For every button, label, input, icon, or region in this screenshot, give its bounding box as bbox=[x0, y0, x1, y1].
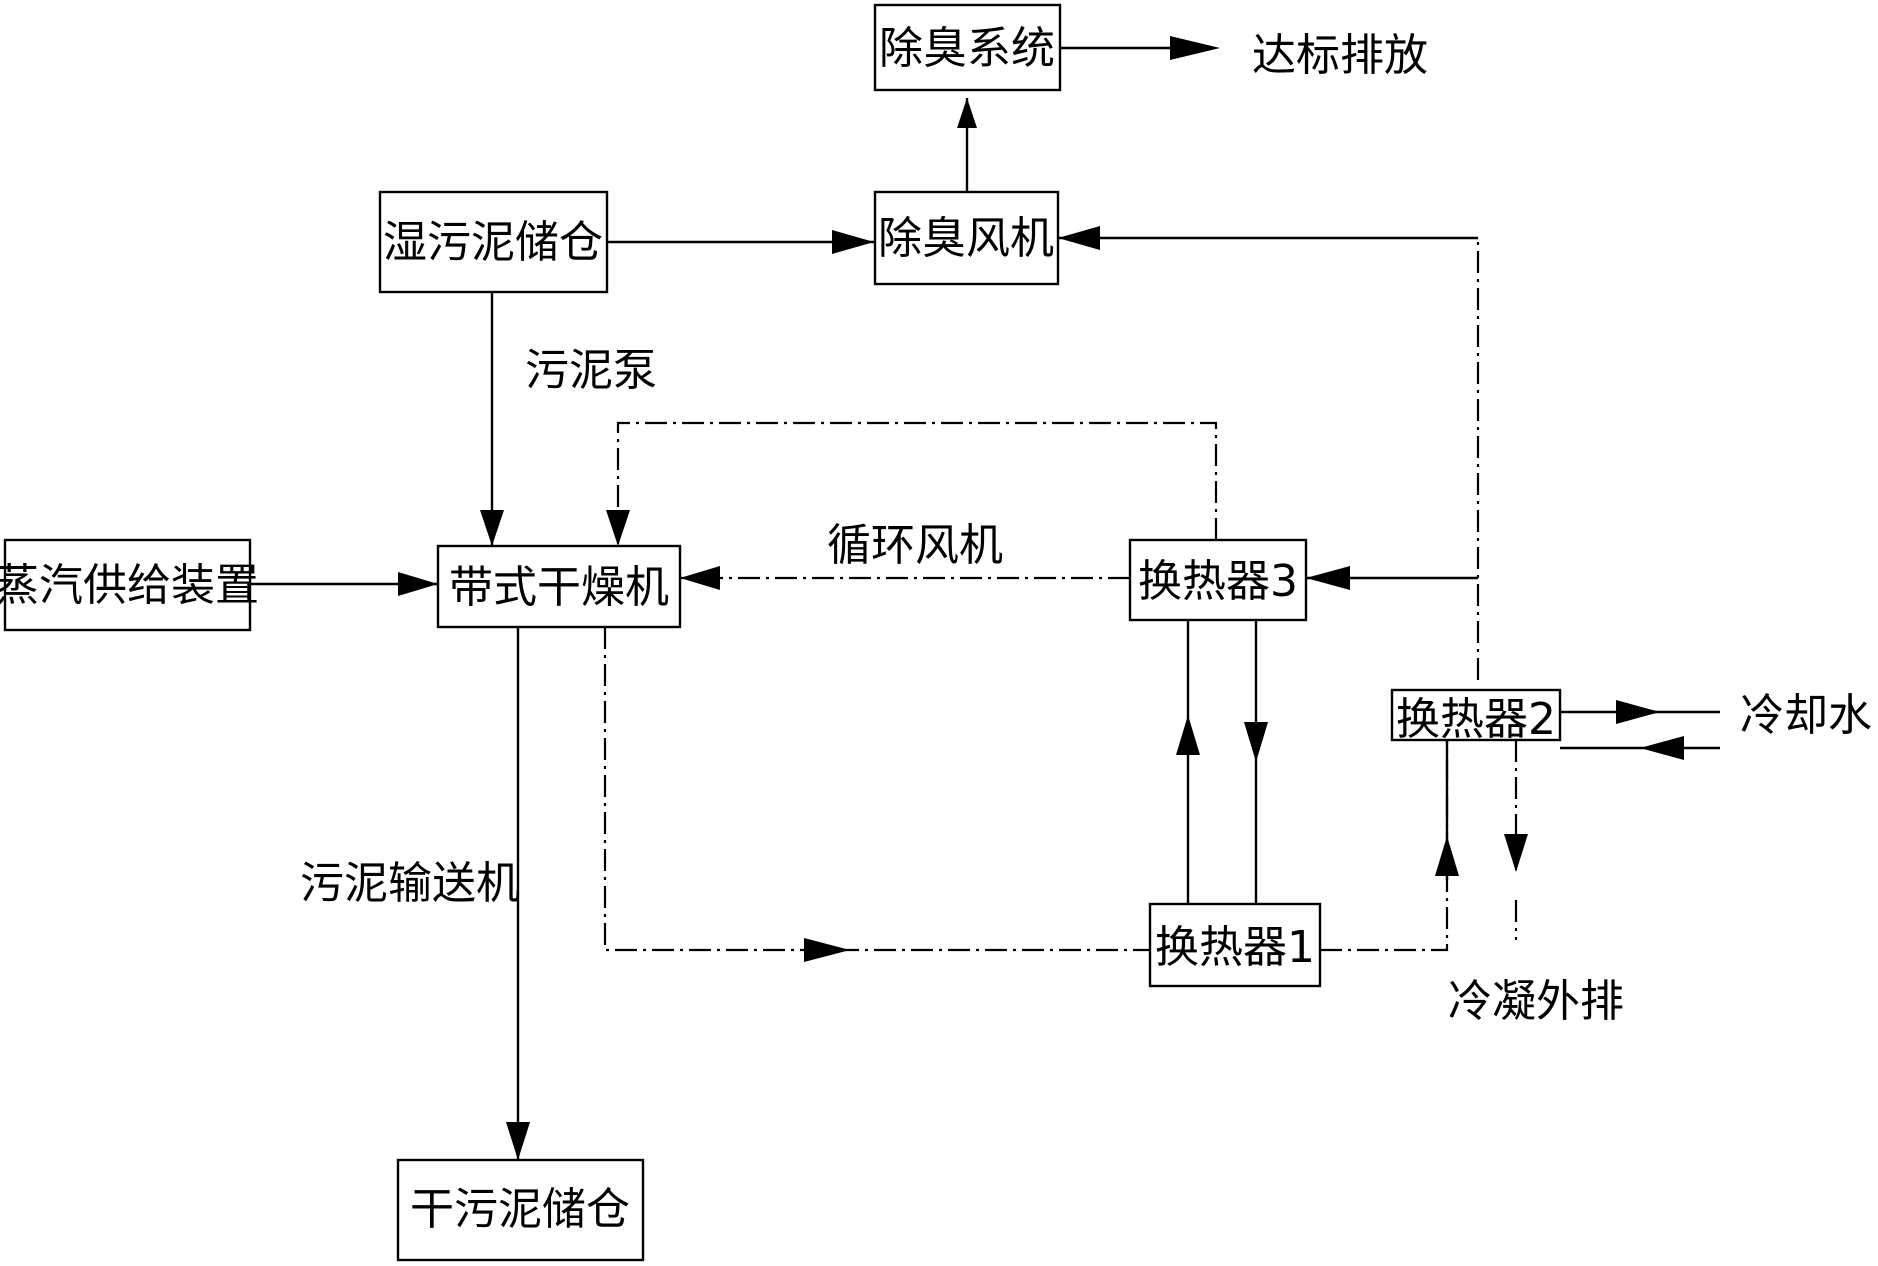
wet-sludge-bin-label: 湿污泥储仓 bbox=[383, 217, 603, 268]
arrow-to-discharge bbox=[1170, 36, 1220, 60]
arrow-cooling-in bbox=[1640, 736, 1684, 760]
deodor-system-label: 除臭系统 bbox=[879, 23, 1055, 74]
arrow-cooling-out bbox=[1616, 700, 1660, 724]
arrow-up-to-system bbox=[957, 98, 977, 128]
sludge-pump-label: 污泥泵 bbox=[525, 345, 657, 396]
line-hx1-to-hx2 bbox=[1320, 740, 1449, 952]
deodor-fan-label: 除臭风机 bbox=[878, 213, 1054, 264]
belt-dryer-box: 带式干燥机 bbox=[436, 544, 682, 629]
hx1-box: 换热器1 bbox=[1148, 902, 1322, 988]
dry-sludge-bin-label: 干污泥储仓 bbox=[410, 1184, 630, 1235]
arrow-hx3-down bbox=[1244, 722, 1268, 762]
deodor-system-box: 除臭系统 bbox=[873, 3, 1062, 92]
hx1-label: 换热器1 bbox=[1155, 922, 1315, 973]
condensate-out-label: 冷凝外排 bbox=[1448, 976, 1624, 1027]
line-dryer-to-hx1 bbox=[603, 627, 1150, 952]
dry-sludge-bin-box: 干污泥储仓 bbox=[396, 1158, 645, 1262]
wet-sludge-bin-box: 湿污泥储仓 bbox=[378, 190, 609, 294]
hx2-label: 换热器2 bbox=[1396, 694, 1556, 745]
discharge-label: 达标排放 bbox=[1252, 30, 1428, 81]
arrow-into-hx3 bbox=[1306, 566, 1350, 590]
arrow-circulation bbox=[680, 566, 720, 590]
steam-supply-box: 蒸汽供给装置 bbox=[0, 538, 259, 632]
arrow-to-fan bbox=[832, 230, 874, 254]
steam-supply-label: 蒸汽供给装置 bbox=[0, 560, 259, 611]
circulation-fan-label: 循环风机 bbox=[827, 520, 1003, 571]
arrow-steam bbox=[398, 572, 438, 596]
hx3-label: 换热器3 bbox=[1138, 556, 1298, 607]
hx2-box: 换热器2 bbox=[1390, 688, 1562, 745]
arrow-hx1-up bbox=[1176, 715, 1200, 755]
arrow-to-hx1 bbox=[804, 938, 850, 962]
belt-dryer-label: 带式干燥机 bbox=[449, 562, 669, 613]
cooling-water-label: 冷却水 bbox=[1740, 690, 1872, 741]
sludge-conveyor-label: 污泥输送机 bbox=[300, 858, 520, 909]
deodor-fan-box: 除臭风机 bbox=[873, 190, 1060, 286]
hx3-box: 换热器3 bbox=[1128, 538, 1308, 622]
arrow-into-hx2 bbox=[1435, 836, 1459, 876]
arrow-into-fan bbox=[1058, 226, 1100, 250]
line-hx3-loop bbox=[616, 421, 1218, 546]
arrow-condensate bbox=[1504, 834, 1528, 872]
arrow-conveyor bbox=[506, 1122, 530, 1160]
arrow-pump bbox=[480, 510, 504, 546]
arrow-loop-into-dryer bbox=[606, 510, 630, 546]
